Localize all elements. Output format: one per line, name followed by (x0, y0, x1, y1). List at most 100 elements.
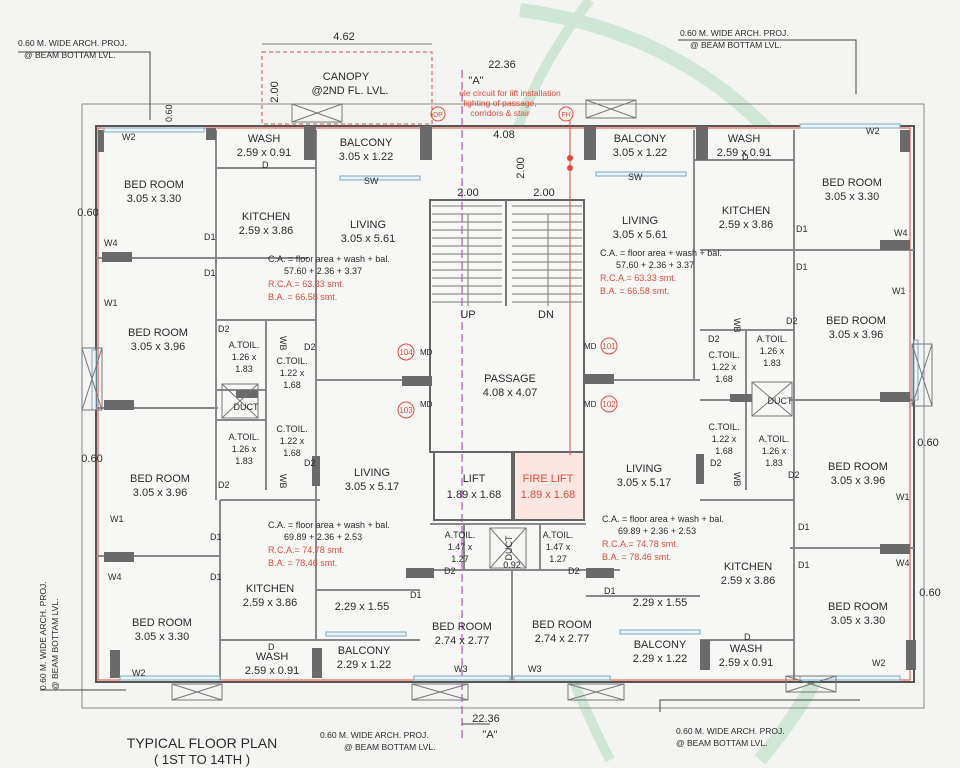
tag-wb-2: WB (278, 474, 288, 489)
tr-atoil-1: A.TOIL. (757, 334, 788, 344)
br-ctoil-3: 1.68 (715, 446, 733, 456)
flat-number-102: 102 (602, 400, 616, 409)
tl-wash-label: WASH (248, 133, 281, 145)
br-living-label: LIVING (626, 463, 662, 475)
tag-w4-bl: W4 (108, 572, 122, 582)
bl-ctoil-3: 1.68 (283, 448, 301, 458)
tr-kitchen-label: KITCHEN (722, 205, 770, 217)
tag-d2-2: D2 (304, 342, 316, 352)
proj-note-left-1: 0.60 M. WIDE ARCH. PROJ. (38, 581, 48, 690)
tag-w4-tl: W4 (104, 238, 118, 248)
br-balcony-label: BALCONY (634, 639, 687, 651)
br-area-ca: C.A. = floor area + wash + bal. (602, 514, 724, 524)
br-area-ba: B.A. = 78.46 smt. (602, 552, 671, 562)
tag-d2-7: D2 (708, 334, 720, 344)
tr-ctoil-1: C.TOIL. (708, 350, 739, 360)
tr-area-calc: 57.60 + 2.36 + 3.37 (616, 260, 694, 270)
passage-label: PASSAGE (484, 373, 536, 385)
dim-flight-right: 2.00 (533, 187, 554, 199)
dim-proj-left-2: 0.60 (81, 453, 102, 465)
bl-kitchen-size: 2.59 x 3.86 (243, 597, 297, 609)
tr-wash-size: 2.59 x 0.91 (717, 147, 771, 159)
tag-w4-br: W4 (896, 558, 910, 568)
br-area-rca: R.C.A.= 74.78 smt. (602, 539, 678, 549)
br-wash-label: WASH (730, 643, 763, 655)
proj-note-bottom-right-1: 0.60 M. WIDE ARCH. PROJ. (676, 726, 785, 736)
core-atoil-left-3: 1.27 (451, 554, 469, 564)
projection-boxes (81, 99, 933, 701)
tag-w4-tr: W4 (894, 228, 908, 238)
tag-d2-4: D2 (304, 458, 316, 468)
dim-stair-width: 4.08 (493, 129, 514, 141)
flat-number-103: 103 (399, 406, 413, 415)
tl-kitchen-label: KITCHEN (242, 211, 290, 223)
tag-w1-l1: W1 (104, 298, 118, 308)
proj-note-bottom-center-1: 0.60 M. WIDE ARCH. PROJ. (320, 730, 429, 740)
canopy-outline (261, 51, 433, 125)
tag-dp: DP (433, 112, 443, 119)
tag-md-102: MD (584, 400, 597, 409)
tr-bed2-size: 3.05 x 3.96 (829, 329, 883, 341)
tl-atoil-2: 1.26 x (232, 352, 257, 362)
br-bed1-size: 3.05 x 3.96 (831, 475, 885, 487)
tr-bed1-label: BED ROOM (822, 177, 882, 189)
tr-ctoil-2: 1.22 x (712, 362, 737, 372)
tag-d1-1: D1 (204, 232, 216, 242)
tag-fh: FH (561, 112, 570, 119)
tag-w3-l: W3 (454, 664, 468, 674)
leader-lines (18, 39, 860, 725)
tl-atoil-1: A.TOIL. (229, 340, 260, 350)
tag-w1-r1: W1 (892, 286, 906, 296)
tl-atoil-3: 1.83 (235, 364, 253, 374)
plan-title: TYPICAL FLOOR PLAN (127, 735, 277, 751)
bl-ctoil-2: 1.22 x (280, 436, 305, 446)
br-store-size: 2.29 x 1.55 (633, 597, 687, 609)
bl-bed1-label: BED ROOM (130, 473, 190, 485)
tl-ctoil-1: C.TOIL. (276, 356, 307, 366)
tl-kitchen-size: 2.59 x 3.86 (239, 225, 293, 237)
bl-wash-label: WASH (256, 651, 289, 663)
bl-atoil-3: 1.83 (235, 456, 253, 466)
tl-wash-size: 2.59 x 0.91 (237, 147, 291, 159)
dim-canopy-width: 4.62 (333, 31, 354, 43)
tag-d1-6: D1 (796, 224, 808, 234)
stair-up: UP (460, 309, 475, 321)
bl-ctoil-1: C.TOIL. (276, 424, 307, 434)
core-walls (410, 199, 620, 680)
tag-wb-1: WB (278, 336, 288, 351)
tag-md-101: MD (584, 342, 597, 351)
lift-label: LIFT (463, 473, 486, 485)
bl-bed2-label: BED ROOM (132, 617, 192, 629)
tag-d-1: D (262, 160, 269, 170)
tag-w1-l2: W1 (110, 514, 124, 524)
columns (98, 126, 916, 678)
dim-flight-left: 2.00 (457, 187, 478, 199)
br-kitchen-label: KITCHEN (724, 561, 772, 573)
br-atoil-1: A.TOIL. (759, 434, 790, 444)
br-area-calc: 69.89 + 2.36 + 2.53 (618, 526, 696, 536)
ele-circuit-note-3: corridors & stair (470, 108, 530, 118)
tag-md-103: MD (420, 400, 433, 409)
tr-wash-label: WASH (728, 133, 761, 145)
tr-living-label: LIVING (622, 215, 658, 227)
tag-d1-2: D1 (204, 268, 216, 278)
br-atoil-2: 1.26 x (762, 446, 787, 456)
red-markers (430, 106, 574, 455)
tl-area-ba: B.A. = 66.58 smt. (268, 292, 337, 302)
br-wash-size: 2.59 x 0.91 (719, 657, 773, 669)
tl-area-calc: 57.60 + 2.36 + 3.37 (284, 266, 362, 276)
tl-living-label: LIVING (350, 219, 386, 231)
tag-d2-1: D2 (218, 324, 230, 334)
br-bed2-size: 3.05 x 3.30 (831, 615, 885, 627)
bl-living-label: LIVING (354, 467, 390, 479)
tl-bed2-label: BED ROOM (128, 327, 188, 339)
tag-d1-4: D1 (210, 572, 222, 582)
proj-note-top-right-2: @ BEAM BOTTAM LVL. (690, 40, 781, 50)
tag-d2-10: D2 (788, 470, 800, 480)
tag-d1-9: D1 (798, 560, 810, 570)
tag-w2-tl: W2 (122, 132, 136, 142)
tl-bed1-label: BED ROOM (124, 179, 184, 191)
core-bed-right-size: 2.74 x 2.77 (535, 633, 589, 645)
bl-store-size: 2.29 x 1.55 (335, 601, 389, 613)
tag-d2-3: D2 (218, 480, 230, 490)
